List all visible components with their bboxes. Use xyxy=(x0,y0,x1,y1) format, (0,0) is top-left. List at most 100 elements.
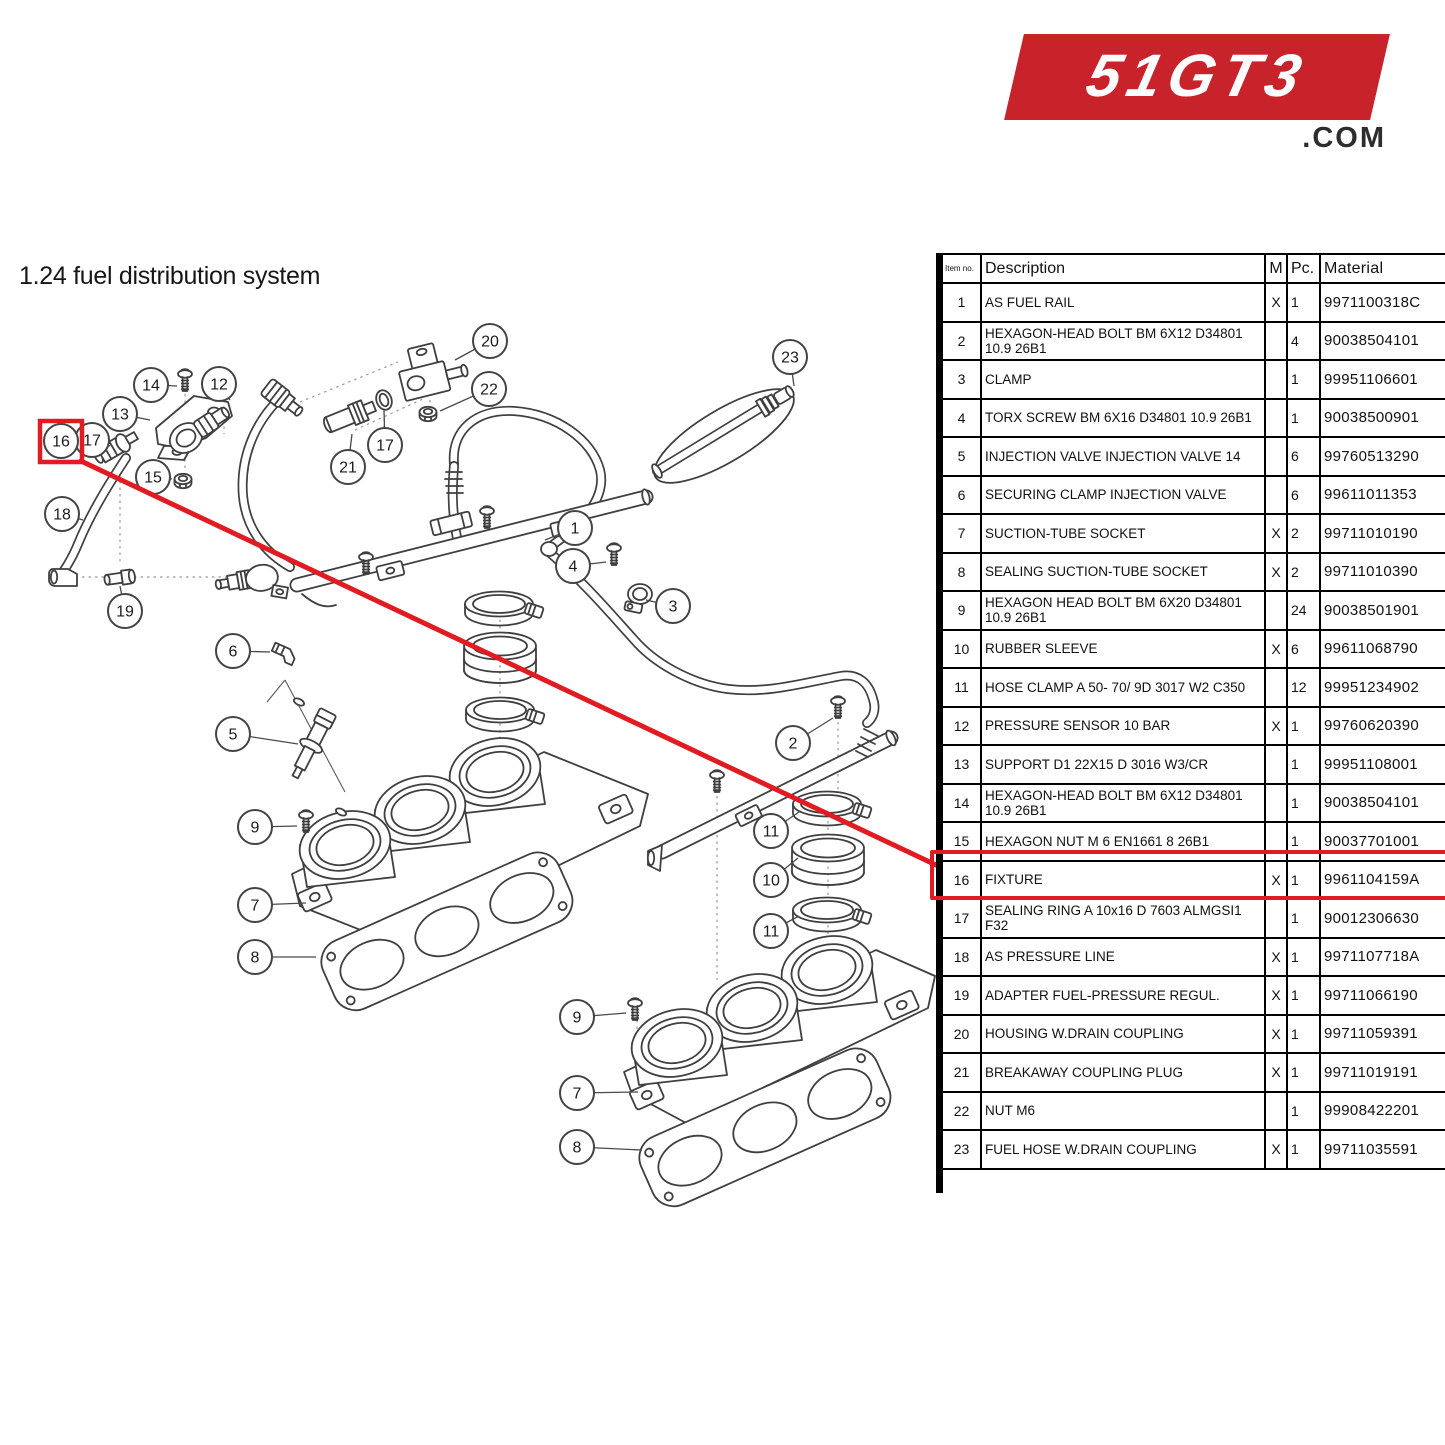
cell-description: PRESSURE SENSOR 10 BAR xyxy=(981,705,1266,745)
cell-item: 4 xyxy=(943,397,982,437)
fixture-drawing xyxy=(93,431,139,464)
cell-pc: 1 xyxy=(1287,1052,1321,1092)
cell-description: CLAMP xyxy=(981,359,1266,399)
col-header-description: Description xyxy=(981,253,1266,283)
callout-label: 7 xyxy=(573,1086,582,1103)
callout-18 xyxy=(44,496,80,532)
cell-pc: 6 xyxy=(1287,474,1321,514)
cell-description: AS FUEL RAIL xyxy=(981,282,1266,322)
cell-item: 5 xyxy=(943,436,982,476)
cell-description: HOSE CLAMP A 50- 70/ 9D 3017 W2 C350 xyxy=(981,667,1266,707)
breakaway-plug-drawing xyxy=(323,399,377,434)
cell-description: HEXAGON HEAD BOLT BM 6X20 D34801 10.9 26… xyxy=(981,590,1266,630)
cell-description: HOUSING W.DRAIN COUPLING xyxy=(981,1013,1266,1053)
callout-label: 9 xyxy=(251,820,260,837)
cell-m xyxy=(1265,359,1288,399)
cell-description: AS PRESSURE LINE xyxy=(981,936,1266,976)
cell-m xyxy=(1265,590,1288,630)
cell-description: SEALING SUCTION-TUBE SOCKET xyxy=(981,551,1266,591)
cell-m: X xyxy=(1265,859,1288,899)
callout-4 xyxy=(555,548,591,584)
cell-description: BREAKAWAY COUPLING PLUG xyxy=(981,1052,1266,1092)
cell-description: SEALING RING A 10x16 D 7603 ALMGSI1 F32 xyxy=(981,898,1266,938)
cell-m xyxy=(1265,782,1288,822)
cell-pc: 1 xyxy=(1287,744,1321,784)
callout-14 xyxy=(133,367,169,403)
cell-m xyxy=(1265,474,1288,514)
cell-m xyxy=(1265,667,1288,707)
cell-m: X xyxy=(1265,705,1288,745)
cell-m xyxy=(1265,320,1288,360)
callout-11 xyxy=(753,913,789,949)
drain-coupling-cluster xyxy=(323,342,469,434)
cell-pc: 6 xyxy=(1287,436,1321,476)
callout-label: 13 xyxy=(111,407,129,424)
callout-label: 9 xyxy=(573,1010,582,1027)
callout-12 xyxy=(201,366,237,402)
callout-1 xyxy=(557,510,593,546)
callout-label: 15 xyxy=(144,470,162,487)
callout-label: 8 xyxy=(251,950,260,967)
callout-label: 17 xyxy=(376,438,394,455)
cell-item: 15 xyxy=(943,821,982,861)
callout-19 xyxy=(107,593,143,629)
cell-item: 10 xyxy=(943,628,982,668)
fuel-rail-1-drawing xyxy=(214,405,880,728)
cell-item: 1 xyxy=(943,282,982,322)
callout-3 xyxy=(655,588,691,624)
callout-16 xyxy=(43,423,79,459)
cell-item: 18 xyxy=(943,936,982,976)
cell-m: X xyxy=(1265,1129,1288,1170)
cell-description: INJECTION VALVE INJECTION VALVE 14 xyxy=(981,436,1266,476)
cell-material: 9961104159A xyxy=(1320,859,1445,899)
cell-description: RUBBER SLEEVE xyxy=(981,628,1266,668)
cell-description: FUEL HOSE W.DRAIN COUPLING xyxy=(981,1129,1266,1170)
cell-pc: 1 xyxy=(1287,782,1321,822)
callout-21 xyxy=(330,449,366,485)
callout-label: 10 xyxy=(762,873,780,890)
cell-m: X xyxy=(1265,975,1288,1015)
callout-label: 2 xyxy=(789,736,798,753)
cell-material: 99711010390 xyxy=(1320,551,1445,591)
callout-8 xyxy=(237,939,273,975)
pressure-line-drawing xyxy=(48,453,136,587)
cell-description: NUT M6 xyxy=(981,1090,1266,1130)
callout-label: 7 xyxy=(251,898,260,915)
cell-pc: 24 xyxy=(1287,590,1321,630)
callout-20 xyxy=(472,323,508,359)
table-left-bar xyxy=(936,253,943,1193)
cell-material: 90012306630 xyxy=(1320,898,1445,938)
cell-item: 2 xyxy=(943,320,982,360)
callout-label: 23 xyxy=(781,350,799,367)
cell-material: 99760513290 xyxy=(1320,436,1445,476)
cell-item: 13 xyxy=(943,744,982,784)
highlight-box-callout-16 xyxy=(37,418,85,465)
cell-item: 11 xyxy=(943,667,982,707)
callout-label: 11 xyxy=(763,824,780,841)
supply-hose-drawing xyxy=(237,378,304,572)
callout-label: 22 xyxy=(480,382,498,399)
cell-description: SECURING CLAMP INJECTION VALVE xyxy=(981,474,1266,514)
callout-label: 5 xyxy=(229,727,238,744)
pressure-sensor-cluster xyxy=(93,368,233,490)
cell-m xyxy=(1265,821,1288,861)
callout-label: 6 xyxy=(229,644,238,661)
cell-pc: 1 xyxy=(1287,975,1321,1015)
cell-pc: 1 xyxy=(1287,705,1321,745)
cell-description: ADAPTER FUEL-PRESSURE REGUL. xyxy=(981,975,1266,1015)
callout-17 xyxy=(367,427,403,463)
logo-com-text: .COM xyxy=(1302,122,1386,154)
callout-label: 20 xyxy=(481,334,499,351)
highlight-connector-line xyxy=(78,458,939,868)
